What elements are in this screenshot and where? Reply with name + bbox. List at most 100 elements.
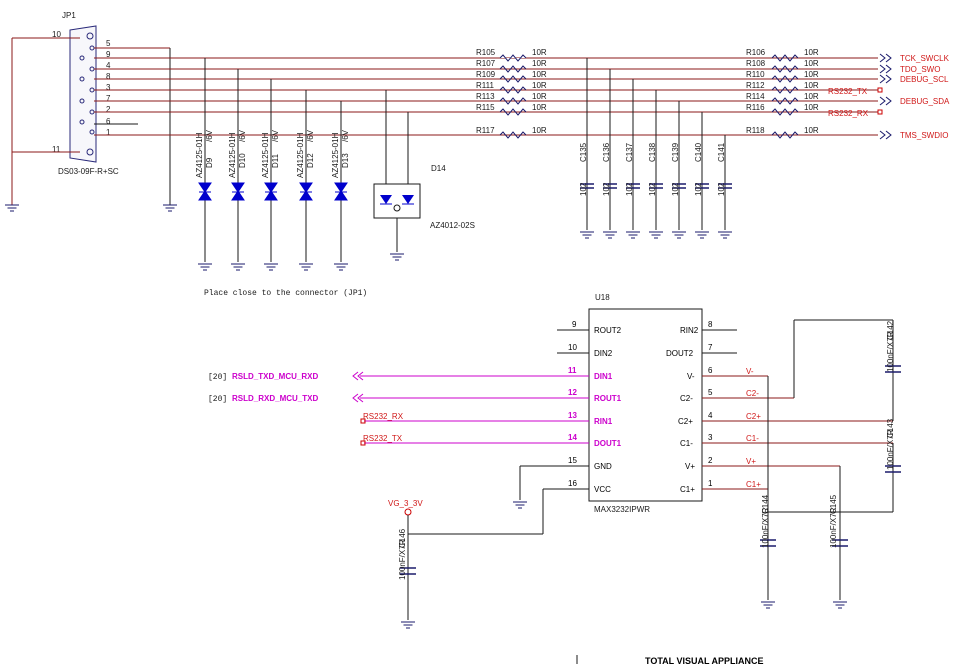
pin-number: 4 xyxy=(106,61,111,70)
cap-value: 102 xyxy=(648,182,657,196)
ground-symbol xyxy=(694,231,710,239)
title-block: TOTAL VISUAL APPLIANCE xyxy=(576,655,764,664)
ground-symbol xyxy=(400,621,416,629)
pin-number: 8 xyxy=(106,72,111,81)
resistor-ref: R118 xyxy=(746,126,765,135)
cap-ref: C145 xyxy=(829,494,838,514)
ground-symbol xyxy=(333,263,349,271)
net-label: DEBUG_SCL xyxy=(900,75,949,84)
tvs-rating: /6V xyxy=(341,129,350,142)
ground-symbol xyxy=(389,253,405,261)
ground-symbol xyxy=(263,263,279,271)
pin-number: 16 xyxy=(568,479,577,488)
cap-ref: C140 xyxy=(694,142,703,162)
cap-value: 102 xyxy=(579,182,588,196)
cap-ref: C137 xyxy=(625,142,634,162)
signal-name: RSLD_TXD_MCU_RXD xyxy=(232,372,318,381)
pin-name: DIN1 xyxy=(594,372,613,381)
net-label: C1+ xyxy=(746,480,761,489)
pin-name: C1+ xyxy=(680,485,695,494)
pin-number: 15 xyxy=(568,456,577,465)
resistor-ref: R115 xyxy=(476,103,495,112)
tvs-overlay: D12 xyxy=(306,153,315,168)
ground-symbol xyxy=(4,204,20,212)
ground-symbol xyxy=(512,501,528,509)
pin-name: RIN2 xyxy=(680,326,699,335)
resistor-ref: R116 xyxy=(746,103,765,112)
pin-name: C2+ xyxy=(678,417,693,426)
pin-name: DIN2 xyxy=(594,349,613,358)
cap-value: 102 xyxy=(602,182,611,196)
title-block-text: TOTAL VISUAL APPLIANCE xyxy=(645,656,764,664)
net-label: C2- xyxy=(746,389,759,398)
cap-ref: C135 xyxy=(579,142,588,162)
resistor-bank-left: R105 10R R107 10R R109 10R R111 10R R113… xyxy=(476,48,547,139)
pin-number: 2 xyxy=(106,105,111,114)
vcc-decoupling: VG_3_3V C146 100nF/X7R xyxy=(388,499,423,629)
shell-pin-10: 10 xyxy=(52,30,61,39)
pin-name: RIN1 xyxy=(594,417,613,426)
connector-jp1: JP1 10 11 DS03-09F-R+SC 5 9 4 8 3 7 2 6 … xyxy=(4,11,178,212)
pin-number: 1 xyxy=(708,479,713,488)
ground-symbol xyxy=(760,601,776,609)
tvs-ref: AZ4125-01H xyxy=(261,132,270,178)
ground-symbol xyxy=(197,263,213,271)
pin-number: 8 xyxy=(708,320,713,329)
ground-symbol xyxy=(298,263,314,271)
cap-value: 102 xyxy=(671,182,680,196)
cap-value: 100nF/X7R xyxy=(886,331,895,372)
resistor-value: 10R xyxy=(532,103,547,112)
cap-ref: C139 xyxy=(671,142,680,162)
ground-symbol xyxy=(579,231,595,239)
cap-value: 102 xyxy=(625,182,634,196)
pin-name: VCC xyxy=(594,485,611,494)
tvs-diodes: AZ4125-01H D9 /6V AZ4125-01H D10 /6V AZ4… xyxy=(195,58,367,298)
cap-value: 102 xyxy=(717,182,726,196)
tvs-rating: /6V xyxy=(271,129,280,142)
net-label: C1- xyxy=(746,434,759,443)
pin-name: V+ xyxy=(685,462,695,471)
tvs-rating: /6V xyxy=(205,129,214,142)
net-label: TCK_SWCLK xyxy=(900,54,950,63)
connector-part: DS03-09F-R+SC xyxy=(58,167,119,176)
net-label: RS232_RX xyxy=(363,412,404,421)
pin-number: 13 xyxy=(568,411,577,420)
cap-ref: C143 xyxy=(886,418,895,438)
tvs-ref: AZ4125-01H xyxy=(228,132,237,178)
pin-name: ROUT1 xyxy=(594,394,622,403)
cap-value: 100nF/X7R xyxy=(886,429,895,470)
pin-number: 12 xyxy=(568,388,577,397)
pin-number: 5 xyxy=(106,39,111,48)
cap-value: 100nF/X7R xyxy=(829,507,838,548)
sheet-ref: [20] xyxy=(208,395,227,404)
pin-number: 3 xyxy=(106,83,111,92)
tvs-overlay: D10 xyxy=(238,153,247,168)
tvs-overlay: D13 xyxy=(341,153,350,168)
diode-ref: D14 xyxy=(431,164,446,173)
resistor-value: 10R xyxy=(532,81,547,90)
output-nets: TCK_SWCLK TDO_SWO DEBUG_SCL DEBUG_SDA TM… xyxy=(828,53,950,140)
cap-ref: C144 xyxy=(761,494,770,514)
resistor-value: 10R xyxy=(532,59,547,68)
tvs-rating: /6V xyxy=(306,129,315,142)
resistor-ref: R105 xyxy=(476,48,496,57)
ic-ref: U18 xyxy=(595,293,610,302)
cap-ref: C146 xyxy=(398,528,407,548)
tvs-ref: AZ4125-01H xyxy=(195,132,204,178)
resistor-ref: R106 xyxy=(746,48,766,57)
pin-number: 9 xyxy=(572,320,577,329)
charge-pump-caps: C142 100nF/X7R C143 100nF/X7R C144 100nF… xyxy=(760,319,901,609)
resistor-ref: R110 xyxy=(746,70,765,79)
pin-number: 9 xyxy=(106,50,111,59)
resistor-ref: R108 xyxy=(746,59,766,68)
pin-number: 10 xyxy=(568,343,577,352)
connector-ref: JP1 xyxy=(62,11,76,20)
diode-array-d14: D14 AZ4012-02S xyxy=(373,90,475,261)
pin-number: 1 xyxy=(106,128,111,137)
pin-number: 6 xyxy=(106,117,111,126)
tvs-ref: AZ4125-01H xyxy=(331,132,340,178)
shell-pin-11: 11 xyxy=(52,145,61,154)
pin-number: 5 xyxy=(708,388,713,397)
resistor-ref: R117 xyxy=(476,126,495,135)
net-label: RS232_TX xyxy=(363,434,403,443)
